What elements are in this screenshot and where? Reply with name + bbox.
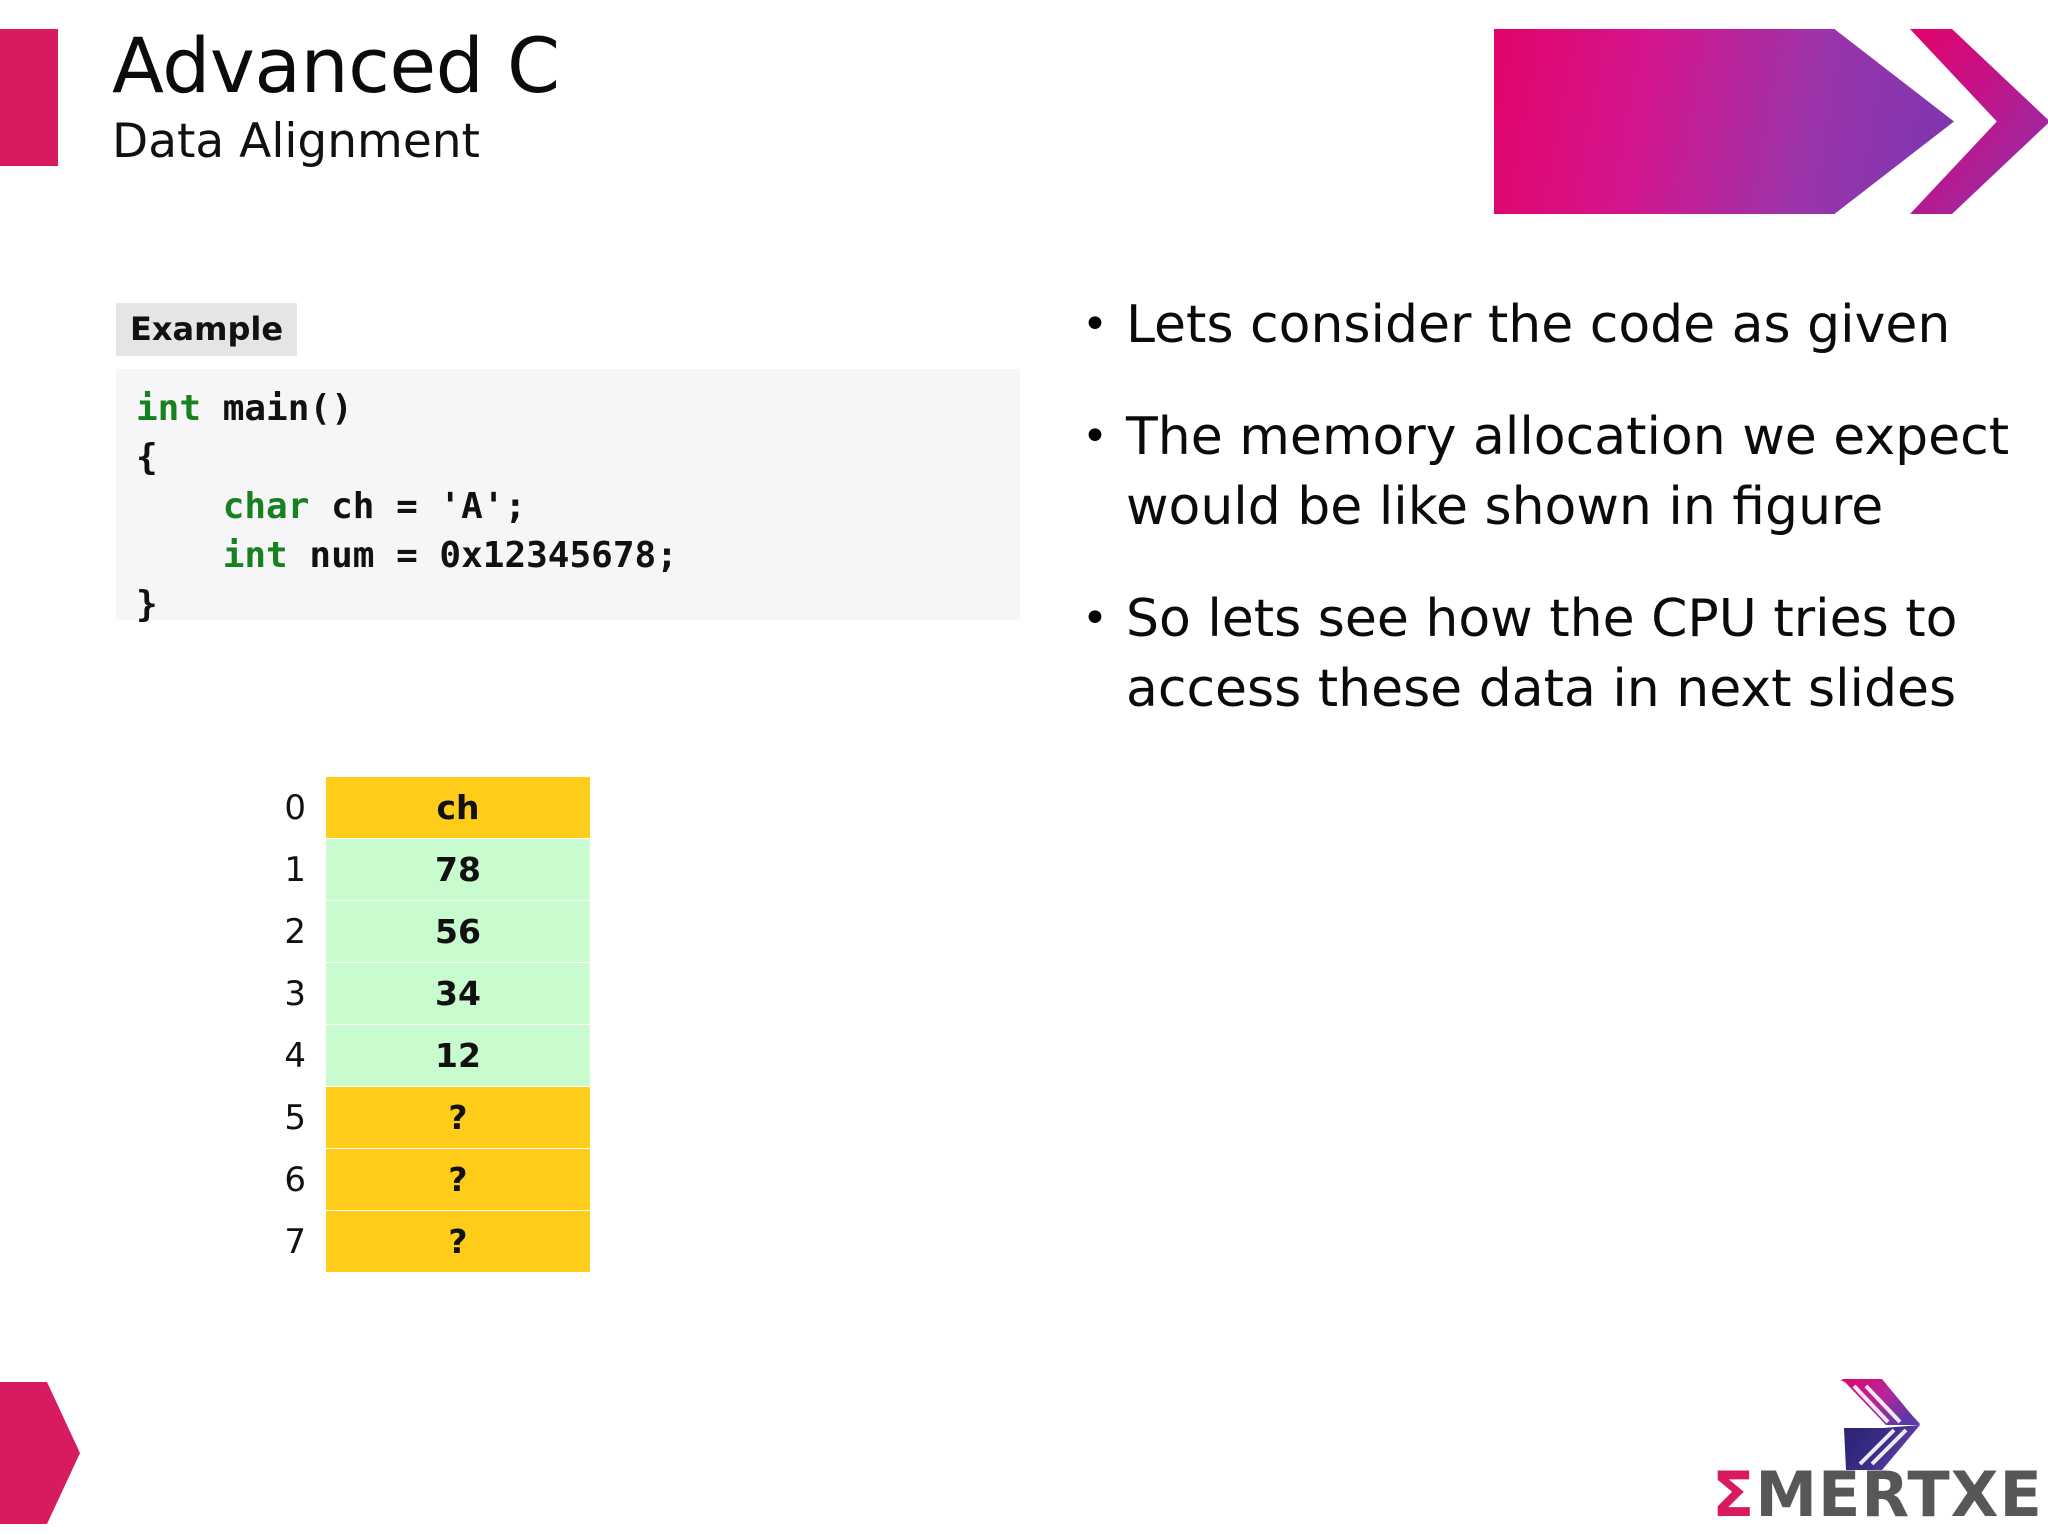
logo-wordmark: ΣMERTXE xyxy=(1712,1464,2042,1526)
memory-row-index: 2 xyxy=(284,911,306,952)
memory-row-value: 34 xyxy=(326,963,590,1024)
code-keyword-int: int xyxy=(136,388,202,429)
memory-row: 4 12 xyxy=(270,1025,590,1086)
emertxe-logo: ΣMERTXE xyxy=(1712,1378,2042,1528)
memory-row-index: 0 xyxy=(284,787,306,828)
logo-name: MERTXE xyxy=(1755,1458,2043,1531)
bullet-item: • So lets see how the CPU tries to access… xyxy=(1082,584,2012,724)
bullet-marker-icon: • xyxy=(1082,411,1108,462)
memory-row-index: 1 xyxy=(284,849,306,890)
code-line-3: char ch = 'A'; xyxy=(136,482,1020,531)
code-line-4: int num = 0x12345678; xyxy=(136,531,1020,580)
slide-title: Advanced C xyxy=(112,21,560,110)
memory-row-value: ? xyxy=(326,1211,590,1272)
code-text: { xyxy=(136,437,158,478)
memory-row-value: ch xyxy=(326,777,590,838)
logo-sigma-glyph: Σ xyxy=(1712,1458,1756,1531)
memory-row-index: 5 xyxy=(284,1097,306,1138)
top-left-pink-bar xyxy=(0,29,58,166)
memory-row: 1 78 xyxy=(270,839,590,900)
memory-row-value: ? xyxy=(326,1149,590,1210)
memory-row-value: 12 xyxy=(326,1025,590,1086)
memory-row-value: 56 xyxy=(326,901,590,962)
memory-row-index: 7 xyxy=(284,1221,306,1262)
bullet-text: Lets consider the code as given xyxy=(1126,295,1951,355)
header-gradient-arrow-shape xyxy=(1494,29,1954,214)
code-text: main() xyxy=(201,388,353,429)
code-line-1: int main() xyxy=(136,384,1020,433)
code-text: } xyxy=(136,584,158,625)
bottom-left-pink-arrow-shape xyxy=(0,1382,80,1524)
code-keyword-char: char xyxy=(136,486,310,527)
memory-row-index: 6 xyxy=(284,1159,306,1200)
memory-row-index: 3 xyxy=(284,973,306,1014)
logo-chevron-icon xyxy=(1840,1379,1920,1470)
memory-row: 5? xyxy=(270,1087,590,1148)
slide-subtitle: Data Alignment xyxy=(112,114,480,169)
code-line-2: { xyxy=(136,433,1020,482)
memory-row: 7? xyxy=(270,1211,590,1272)
bullet-text: The memory allocation we expect would be… xyxy=(1126,407,2010,537)
code-text: num = 0x12345678; xyxy=(287,535,678,576)
memory-row-index: 4 xyxy=(284,1035,306,1076)
code-text: ch = 'A'; xyxy=(309,486,527,527)
memory-row: 3 34 xyxy=(270,963,590,1024)
memory-row: 0 ch xyxy=(270,777,590,838)
example-label: Example xyxy=(116,303,298,356)
bullet-item: • Lets consider the code as given xyxy=(1082,290,2012,360)
bullet-marker-icon: • xyxy=(1082,299,1108,350)
code-block: int main() { char ch = 'A'; int num = 0x… xyxy=(116,369,1020,625)
bullet-text: So lets see how the CPU tries to access … xyxy=(1126,589,1958,719)
bullet-marker-icon: • xyxy=(1082,593,1108,644)
title-block: Advanced C Data Alignment xyxy=(112,22,1412,172)
memory-row-value: 78 xyxy=(326,839,590,900)
code-line-5: } xyxy=(136,580,1020,629)
code-keyword-int: int xyxy=(136,535,288,576)
bullet-list: • Lets consider the code as given • The mem… xyxy=(1082,290,2012,766)
memory-row: 6? xyxy=(270,1149,590,1210)
bullet-item: • The memory allocation we expect would b… xyxy=(1082,402,2012,542)
memory-row-value: ? xyxy=(326,1087,590,1148)
memory-row: 2 56 xyxy=(270,901,590,962)
